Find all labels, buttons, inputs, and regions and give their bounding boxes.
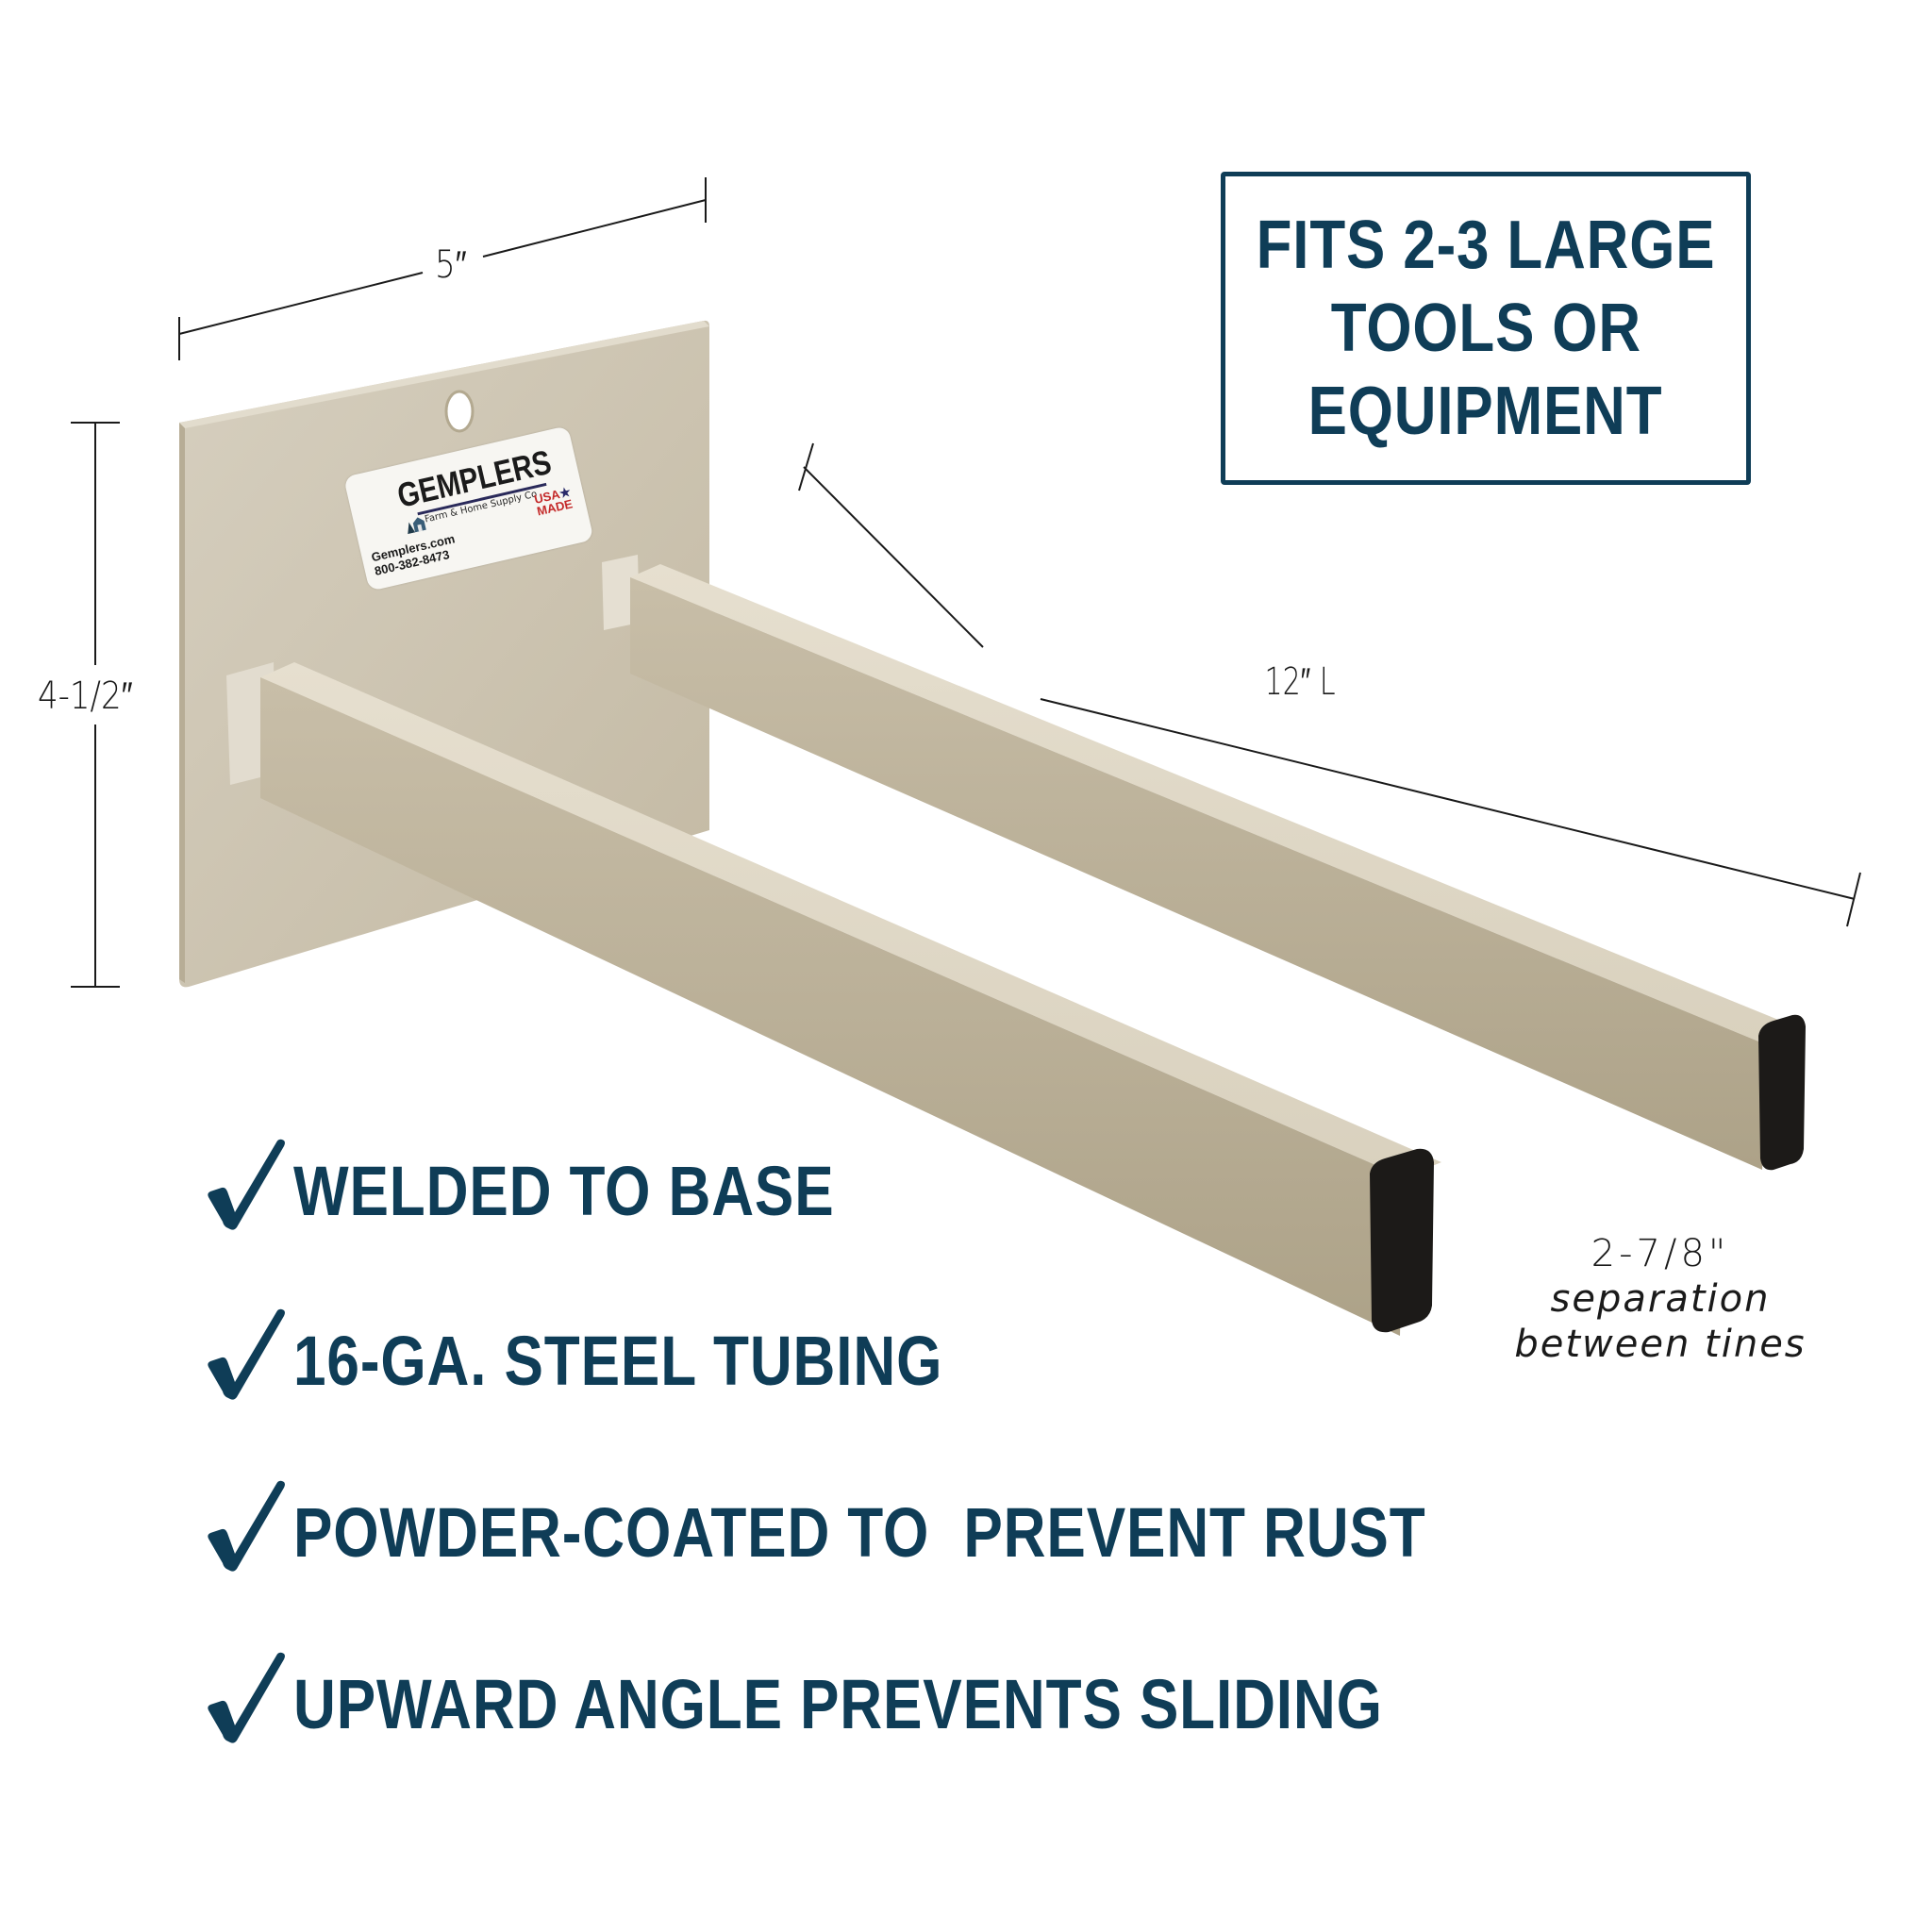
- capacity-callout-box: FITS 2-3 LARGE TOOLS OR EQUIPMENT: [1221, 172, 1751, 485]
- tine-back: [602, 555, 1806, 1171]
- callout-line-1: FITS 2-3 LARGE: [1256, 208, 1716, 283]
- length-dimension-label: 12″ L: [1264, 660, 1336, 704]
- separation-caption-line-2: between tines: [1514, 1323, 1807, 1366]
- feature-item: UPWARD ANGLE PREVENTS SLIDING: [203, 1645, 1591, 1749]
- feature-label: 16-GA. STEEL TUBING: [293, 1321, 943, 1400]
- checkmark-icon: [208, 1652, 285, 1743]
- feature-label: POWDER-COATED TO PREVENT RUST: [293, 1492, 1426, 1572]
- checkmark-icon: [208, 1139, 285, 1230]
- feature-label: UPWARD ANGLE PREVENTS SLIDING: [293, 1664, 1383, 1743]
- feature-label: WELDED TO BASE: [293, 1151, 835, 1230]
- feature-item: 16-GA. STEEL TUBING: [203, 1302, 1066, 1406]
- width-dimension-line: [178, 177, 707, 360]
- callout-line-3: EQUIPMENT: [1308, 374, 1663, 449]
- checkmark-icon: [208, 1308, 285, 1400]
- callout-line-2: TOOLS OR: [1330, 291, 1641, 366]
- width-dimension-label: 5″: [434, 243, 467, 287]
- separation-note: 2-7/8" separation between tines: [1500, 1231, 1821, 1367]
- feature-item: POWDER-COATED TO PREVENT RUST: [203, 1474, 1641, 1577]
- checkmark-icon: [208, 1480, 285, 1572]
- height-dimension-label: 4-1/2″: [38, 675, 133, 718]
- height-dimension-line: [71, 422, 120, 988]
- length-dimension-line: [798, 442, 1861, 927]
- mounting-hole-icon: [444, 390, 475, 433]
- separation-value: 2-7/8": [1591, 1232, 1730, 1275]
- tine-front: [226, 662, 1441, 1336]
- end-cap: [1370, 1148, 1434, 1333]
- feature-item: WELDED TO BASE: [203, 1132, 938, 1236]
- product-label-sticker: GEMPLERS Farm & Home Supply Co USA★ MADE…: [343, 425, 594, 591]
- end-cap: [1758, 1014, 1806, 1171]
- contact-info: Gemplers.com 800-382-8473: [370, 531, 459, 578]
- usa-made-badge: USA★ MADE: [532, 484, 575, 519]
- barn-logo-icon: [408, 517, 426, 535]
- separation-caption-line-1: separation: [1550, 1277, 1771, 1321]
